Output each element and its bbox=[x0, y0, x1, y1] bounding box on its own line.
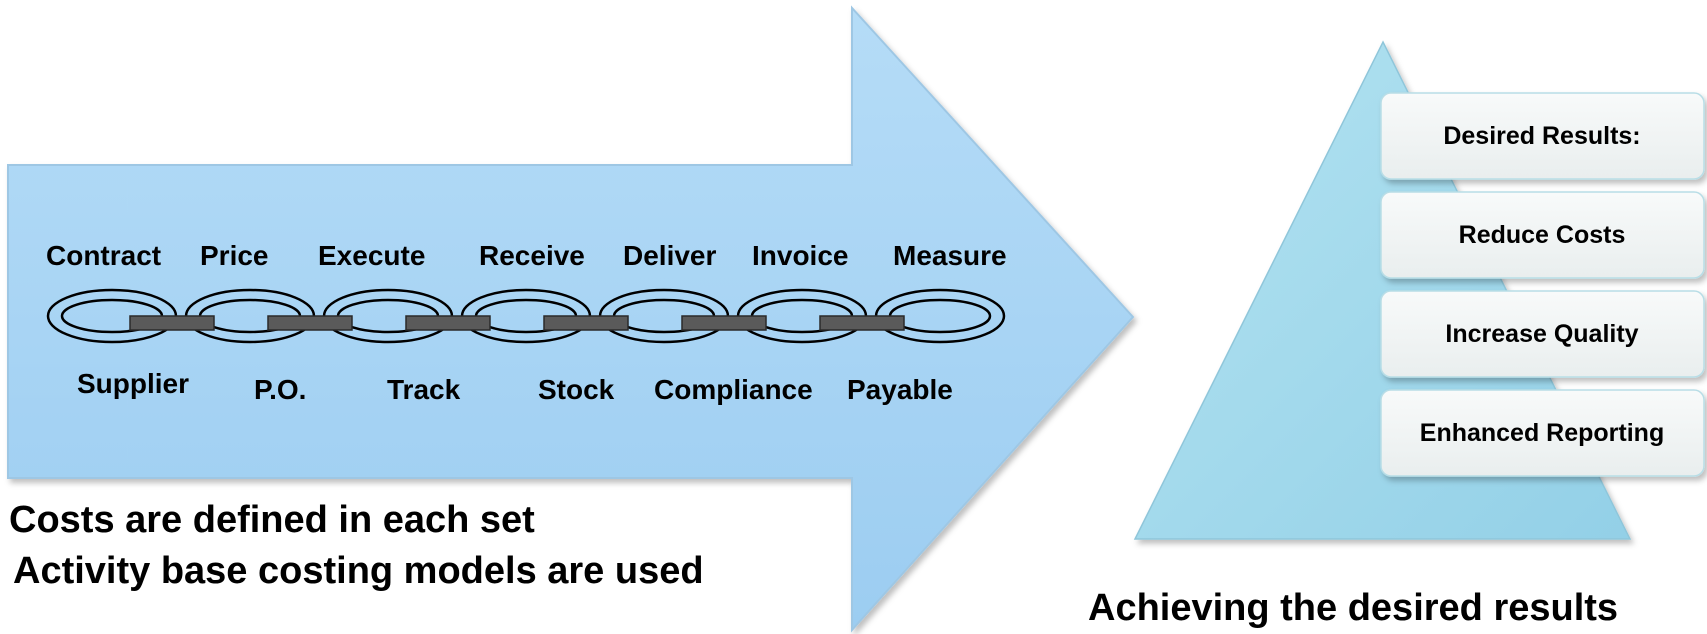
step-label-execute: Execute bbox=[318, 240, 425, 271]
step-label-track: Track bbox=[387, 374, 461, 405]
step-label-deliver: Deliver bbox=[623, 240, 716, 271]
caption-costs-defined: Costs are defined in each set bbox=[9, 499, 535, 541]
chain-connector bbox=[819, 315, 905, 331]
result-item-increase-quality: Increase Quality bbox=[1380, 290, 1705, 378]
result-item-enhanced-reporting: Enhanced Reporting bbox=[1380, 389, 1705, 477]
result-label: Enhanced Reporting bbox=[1420, 419, 1664, 447]
step-label-receive: Receive bbox=[479, 240, 585, 271]
step-label-price: Price bbox=[200, 240, 269, 271]
step-label-supplier: Supplier bbox=[77, 368, 189, 399]
chain-connector bbox=[405, 315, 491, 331]
step-label-stock: Stock bbox=[538, 374, 615, 405]
chain bbox=[46, 288, 1006, 344]
upper-step-labels: Contract Price Execute Receive Deliver I… bbox=[46, 240, 1007, 271]
step-label-compliance: Compliance bbox=[654, 374, 813, 405]
result-label: Increase Quality bbox=[1445, 320, 1638, 348]
result-item-reduce-costs: Reduce Costs bbox=[1380, 191, 1705, 279]
step-label-payable: Payable bbox=[847, 374, 953, 405]
chain-connector bbox=[681, 315, 767, 331]
result-item-desired-results: Desired Results: bbox=[1380, 92, 1705, 180]
step-label-invoice: Invoice bbox=[752, 240, 848, 271]
step-label-po: P.O. bbox=[254, 374, 306, 405]
step-label-contract: Contract bbox=[46, 240, 161, 271]
chain-connector bbox=[129, 315, 215, 331]
results-list: Desired Results: Reduce Costs Increase Q… bbox=[1380, 92, 1705, 477]
caption-activity-costing: Activity base costing models are used bbox=[13, 550, 704, 592]
caption-achieving-results: Achieving the desired results bbox=[1088, 587, 1618, 629]
step-label-measure: Measure bbox=[893, 240, 1007, 271]
result-label: Reduce Costs bbox=[1459, 221, 1626, 249]
lower-step-labels: Supplier P.O. Track Stock Compliance Pay… bbox=[77, 368, 953, 405]
chain-connector bbox=[543, 315, 629, 331]
chain-connector bbox=[267, 315, 353, 331]
result-label: Desired Results: bbox=[1443, 122, 1640, 150]
